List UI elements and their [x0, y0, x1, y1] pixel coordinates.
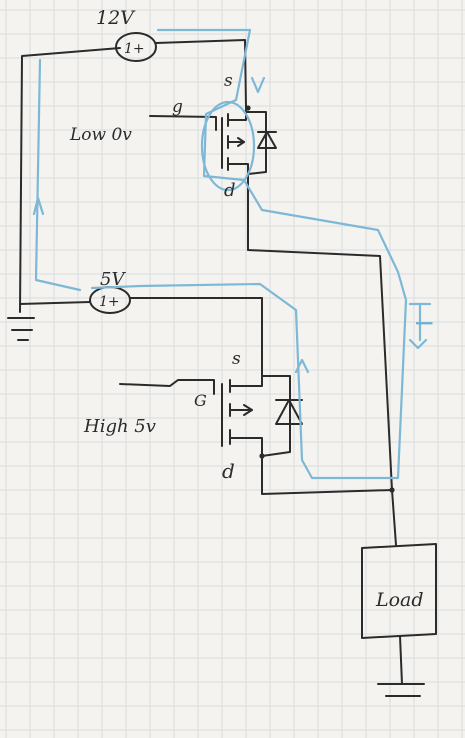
label-low-source: s [224, 71, 233, 91]
label-5v: 5V [100, 269, 126, 290]
label-high-gate: G [194, 391, 207, 410]
label-high-source: s [232, 349, 241, 369]
label-current: I [410, 320, 435, 327]
label-high-input: High 5v [83, 416, 156, 437]
mosfet-high [119, 371, 393, 495]
label-low-gate: g [172, 97, 183, 117]
junction-node [389, 487, 395, 493]
current-arrow-right [408, 338, 428, 350]
junction-high-drain [259, 453, 265, 459]
ground-left [7, 317, 35, 341]
load-box [361, 543, 437, 639]
wire-low-drain-to-load [247, 249, 397, 546]
current-arrow-diode [294, 358, 310, 374]
labels: 12V 1+ s g Low 0v d 5V 1+ s G High 5v d … [69, 7, 435, 611]
wire-load-to-ground [399, 635, 403, 685]
wire-ground-to-5v [19, 301, 91, 305]
label-low-drain: d [224, 180, 236, 201]
mosfet-low [149, 107, 277, 251]
label-low-input: Low 0v [69, 125, 132, 145]
current-symbol-stem [408, 302, 432, 342]
wire-5v-to-high-source [129, 297, 263, 373]
current-path [32, 28, 432, 480]
current-loop [34, 28, 408, 480]
current-arrow-left [32, 196, 45, 216]
junction-low-source [245, 105, 251, 111]
label-load: Load [375, 589, 424, 611]
label-battery-bottom-plus: 1+ [99, 294, 120, 310]
battery-12v [115, 32, 157, 62]
ground-load [377, 683, 425, 697]
current-arrow-top [250, 76, 266, 94]
label-12v: 12V [96, 7, 136, 29]
label-battery-top-plus: 1+ [124, 41, 145, 57]
label-high-drain: d [222, 459, 235, 483]
wire-12v-to-low-source [155, 39, 247, 109]
low-fet-highlight [200, 100, 256, 192]
wire-12v-to-ground-rail [19, 47, 121, 313]
